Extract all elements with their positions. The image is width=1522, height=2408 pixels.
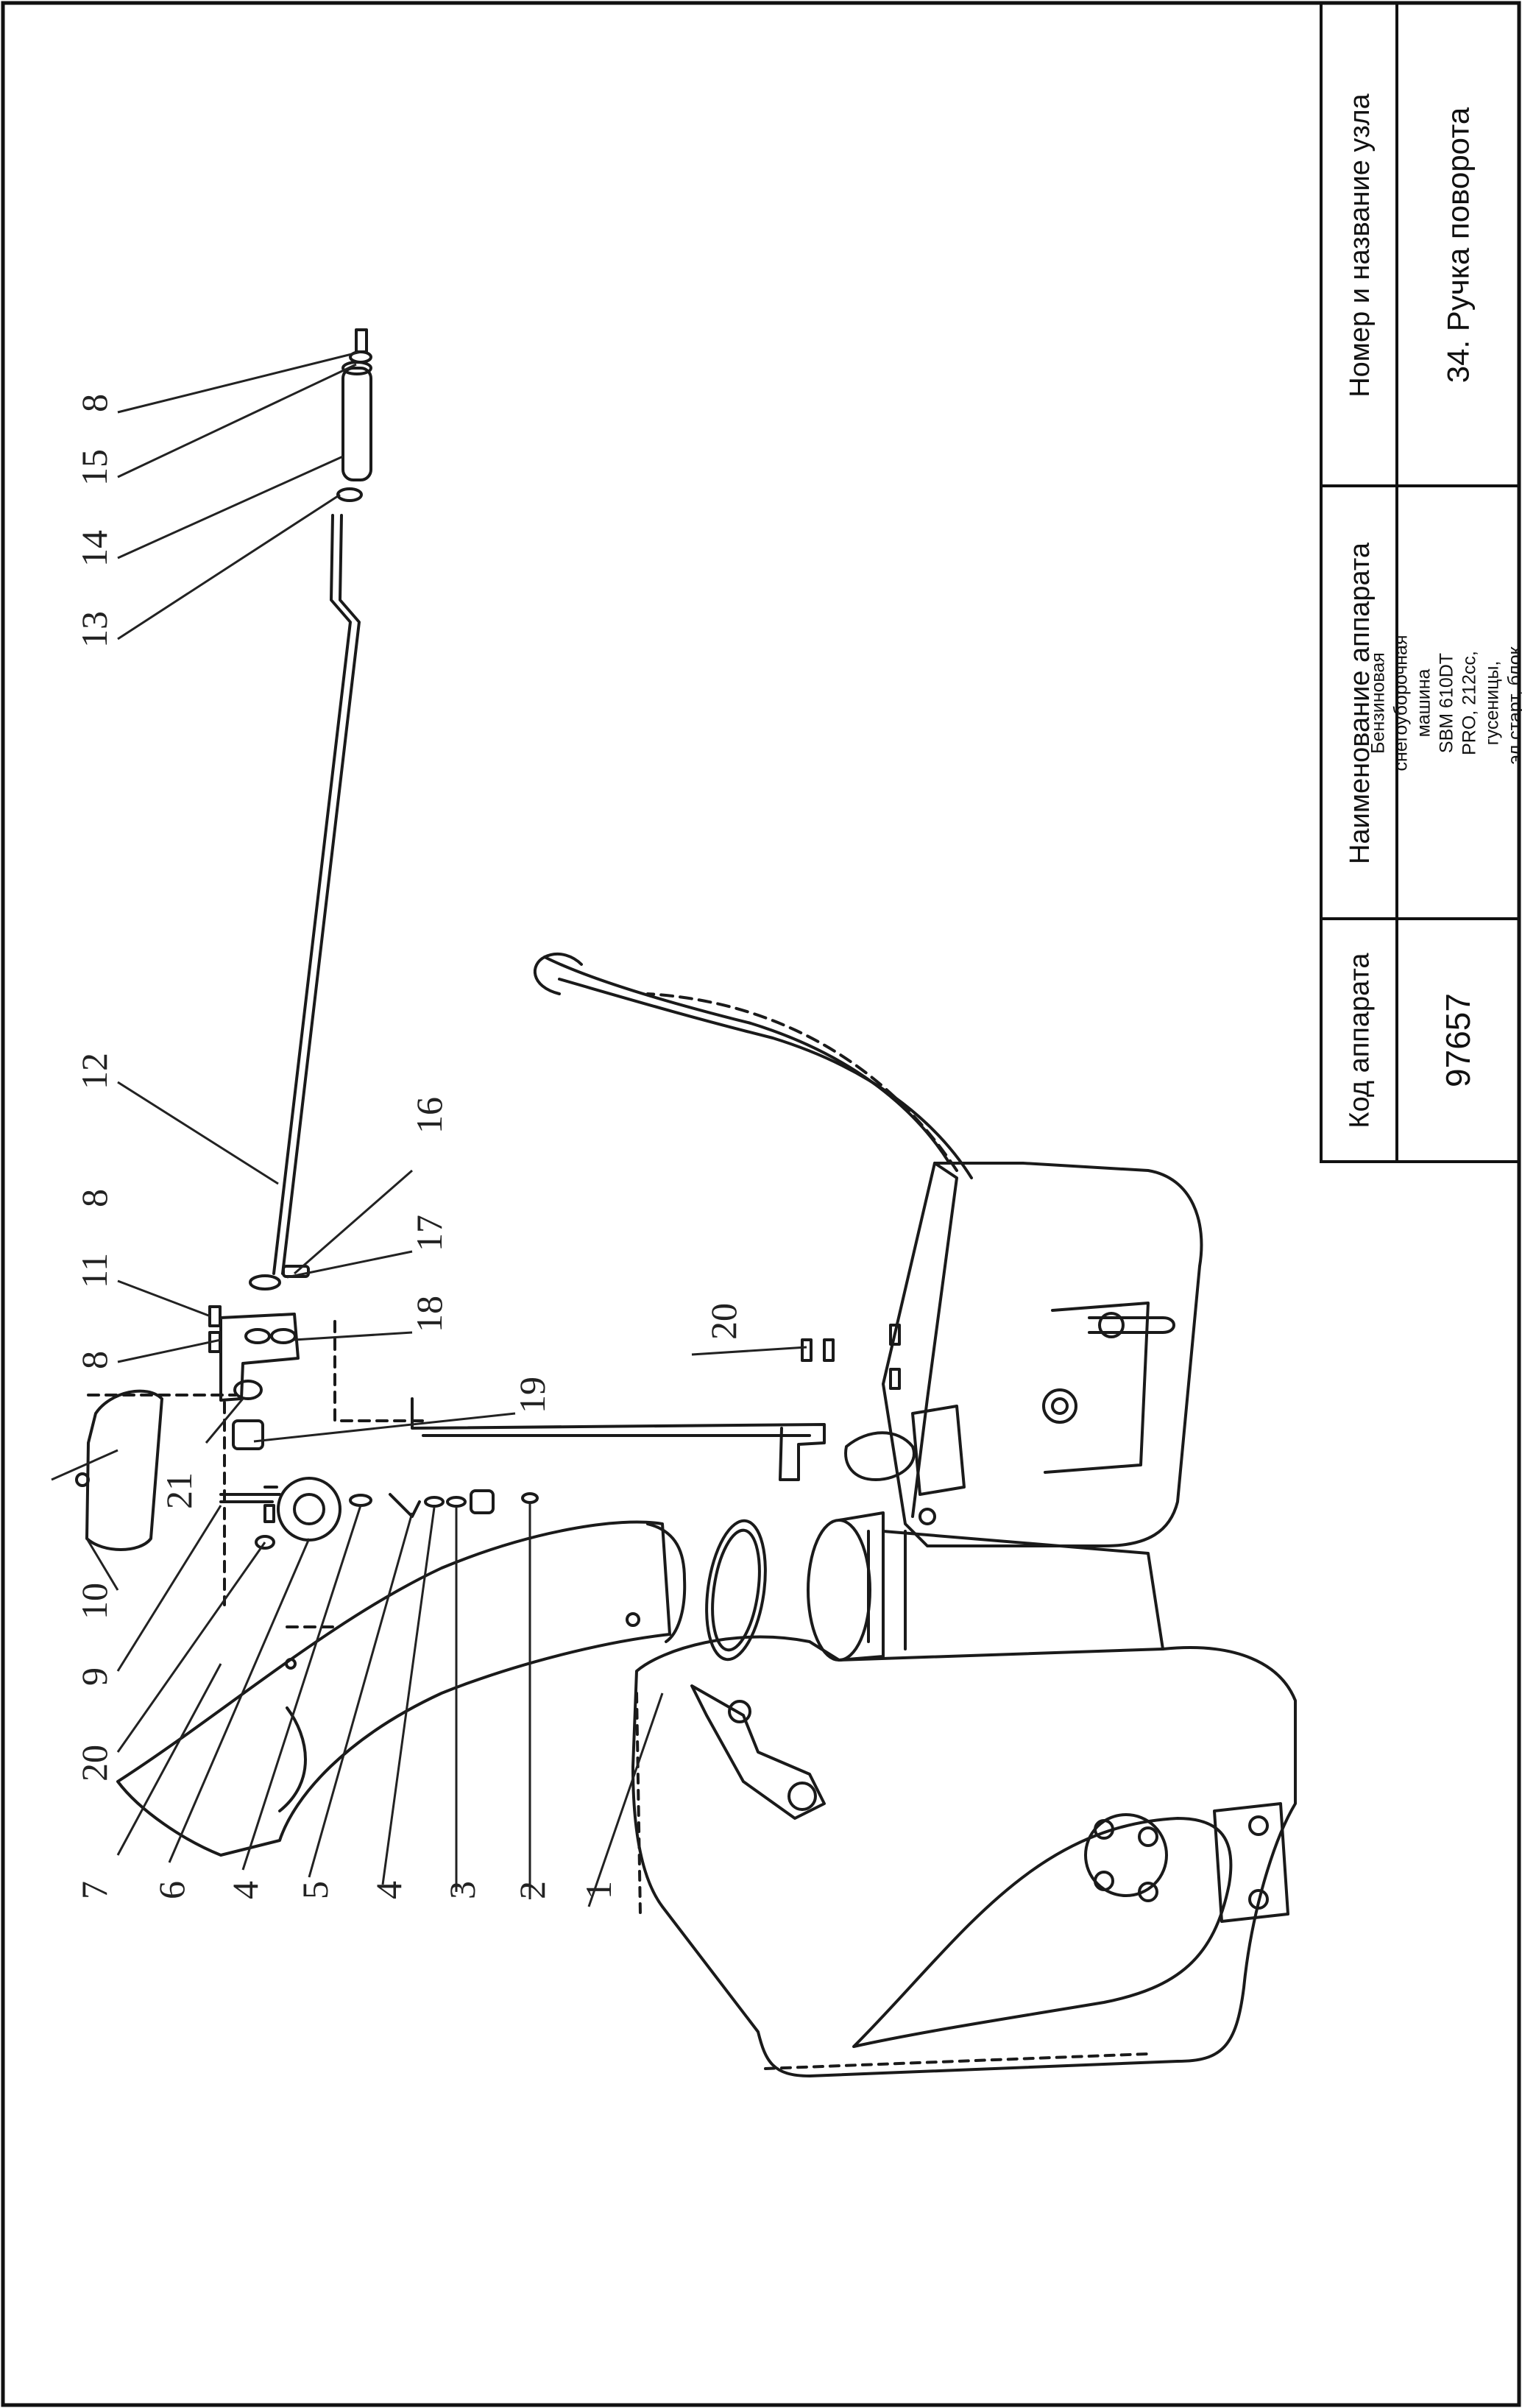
callout-6: 6: [151, 1881, 192, 1899]
code-value-cell: 97657: [1398, 920, 1518, 1160]
callout-12: 12: [74, 1053, 115, 1090]
steering-rod: [272, 514, 352, 1275]
gear: [277, 1477, 341, 1542]
callout-11: 11: [74, 1253, 115, 1288]
callout-15: 15: [74, 449, 115, 486]
title-block-frame: [1320, 1, 1521, 1163]
name-value-line-2: SBM 610DT PRO, 212cc, гусеницы,: [1436, 651, 1503, 755]
name-value-cell: Бензиновая снегоуборочная машина SBM 610…: [1367, 487, 1522, 919]
callout-14: 14: [74, 530, 115, 567]
callout-17: 17: [408, 1215, 450, 1251]
callout-16: 16: [408, 1097, 450, 1134]
callout-18: 18: [408, 1296, 450, 1332]
auger-housing: [631, 1635, 1297, 2077]
mount-bracket: [219, 1313, 300, 1402]
callout-3: 3: [442, 1881, 483, 1899]
name-value-line-3: эл.старт, блок. дифф.// Denzel: [1504, 641, 1522, 765]
callout-20-chute: 20: [74, 1745, 115, 1782]
unit-value: 34. Ручка поворота: [1440, 107, 1475, 384]
name-value: Бензиновая снегоуборочная машина SBM 610…: [1367, 635, 1522, 772]
code-header-cell: Код аппарата: [1323, 920, 1397, 1160]
drawing-lines: [75, 328, 1297, 2077]
name-value-line-1: Бензиновая снегоуборочная машина: [1367, 635, 1434, 772]
callout-20-arm: 20: [703, 1303, 744, 1340]
callout-8-top: 8: [74, 394, 115, 412]
callout-13: 13: [74, 611, 115, 648]
callout-8-mid: 8: [74, 1189, 115, 1207]
engine-gearbox: [882, 1162, 1203, 1547]
unit-header-cell: Номер и название узла: [1323, 4, 1397, 486]
callouts: 8 15 14 13 12 16 17 18 19 11 8 8 21 10 9…: [74, 394, 744, 1899]
handlebars: [543, 956, 951, 1165]
discharge-chute: [116, 1520, 671, 1857]
crank-cover: [85, 1389, 163, 1551]
callout-21: 21: [158, 1472, 199, 1509]
callout-7: 7: [74, 1881, 115, 1899]
callout-9: 9: [74, 1667, 115, 1686]
callout-4-b: 4: [368, 1881, 409, 1899]
callout-8-low: 8: [74, 1351, 115, 1369]
unit-value-cell: 34. Ручка поворота: [1398, 4, 1518, 486]
callout-4-a: 4: [224, 1881, 266, 1899]
callout-1: 1: [578, 1881, 619, 1899]
code-value: 97657: [1438, 993, 1477, 1087]
chute-ring: [705, 1519, 767, 1662]
leader-lines: [51, 350, 807, 1907]
exploded-view-drawing: 8 15 14 13 12 16 17 18 19 11 8 8 21 10 9…: [51, 328, 1297, 2077]
connecting-arm: [411, 1397, 826, 1481]
callout-2: 2: [512, 1881, 553, 1899]
callout-5: 5: [294, 1881, 336, 1899]
callout-10: 10: [74, 1583, 115, 1620]
rod-sleeve: [341, 367, 372, 481]
unit-header: Номер и название узла: [1344, 93, 1376, 398]
code-header: Код аппарата: [1344, 952, 1376, 1129]
callout-19: 19: [512, 1377, 553, 1413]
